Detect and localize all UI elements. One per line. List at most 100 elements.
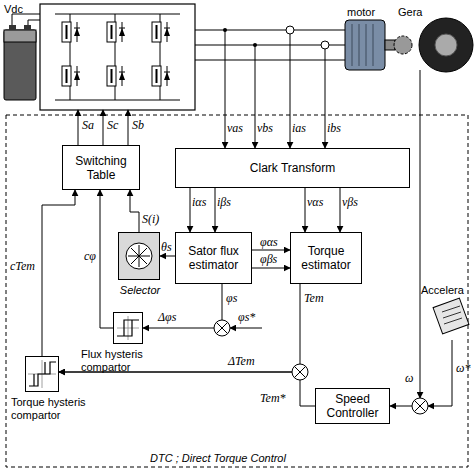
signal-connector <box>42 190 75 356</box>
gear <box>394 36 412 54</box>
measure-wire <box>290 34 291 148</box>
phase-wire <box>195 30 345 60</box>
part-name: Vdc <box>4 3 23 16</box>
speed-error <box>390 406 412 407</box>
signal-connector <box>100 190 113 328</box>
signal-name: Tem* <box>260 392 286 405</box>
signal-label: cφ <box>84 250 96 263</box>
signal-label: S(i) <box>142 213 159 226</box>
signal-connector <box>160 256 175 257</box>
box-text: Speed Controller <box>316 392 389 420</box>
signal-label: θs <box>161 241 172 254</box>
motor <box>345 18 473 72</box>
inverter-bus <box>55 14 180 100</box>
inverter <box>40 4 195 110</box>
gate-signal <box>103 110 104 145</box>
igbt-symbol <box>152 22 170 42</box>
battery <box>4 14 40 100</box>
selector-dial <box>126 243 152 269</box>
signal-connector <box>190 188 191 232</box>
speed-feedback <box>420 70 421 398</box>
connector-group <box>42 188 340 406</box>
part-name: motor <box>347 6 375 19</box>
gate-signal <box>78 110 79 145</box>
junction-circle <box>214 320 230 336</box>
pedal-ribs <box>442 306 462 324</box>
signal-connector <box>130 190 139 232</box>
junction-cross <box>217 323 228 334</box>
measure-wire <box>225 30 226 148</box>
selector-arrows <box>128 245 150 267</box>
battery-top <box>4 30 36 42</box>
signal-name: Sb <box>132 119 144 132</box>
signal-name: Tem <box>304 292 324 305</box>
signal-name: ΔTem <box>228 355 255 368</box>
signal-name: vas <box>227 122 243 135</box>
hysteresis-symbol <box>117 316 139 340</box>
signal-connector <box>252 268 290 269</box>
accelerator-icon <box>433 298 469 334</box>
motor-fins <box>352 24 373 66</box>
selector-box: Selector <box>118 232 160 280</box>
box-text: Sator flux estimator <box>176 244 251 272</box>
signal-connector <box>215 188 216 232</box>
battery-terminal <box>9 25 16 30</box>
hysteresis-symbol <box>28 360 56 388</box>
axis <box>28 360 56 388</box>
junction-cross <box>295 367 306 378</box>
box-text: Clark Transform <box>250 161 335 175</box>
box-text: Switching Table <box>63 154 139 182</box>
gate-signal <box>128 110 129 145</box>
igbt-symbol <box>107 22 125 42</box>
box-text: Selector <box>111 284 169 297</box>
box-text: Flux hysteris compartor <box>81 348 176 374</box>
hysteresis-loop <box>29 362 56 386</box>
switching-table-box: Switching Table <box>62 145 140 190</box>
junction-cross <box>415 401 426 412</box>
box-text: Torque estimator <box>291 244 361 272</box>
summing-junction <box>214 320 230 336</box>
comparator-box: Torque hysteris compartor <box>25 356 59 392</box>
signal-connector <box>340 188 341 232</box>
signal-name: Sc <box>107 119 118 132</box>
wheel-hub <box>435 34 457 56</box>
inverter-box <box>40 4 195 110</box>
junction-circle <box>292 364 308 380</box>
comparator-box: Flux hysteris compartor <box>113 312 143 344</box>
signal-name: ω* <box>456 362 470 375</box>
measure-wire <box>255 45 256 148</box>
selector-icon <box>126 243 152 269</box>
summing-junction <box>292 364 308 380</box>
signal-label: φαs <box>260 236 278 249</box>
motor-body <box>345 20 385 70</box>
igbt-symbol <box>152 66 170 86</box>
signal-label: iβs <box>217 196 231 209</box>
signal-connector <box>143 284 222 328</box>
signal-label: vβs <box>342 196 358 209</box>
summing-junction <box>412 398 428 414</box>
part-name: Accelera <box>421 284 464 297</box>
wheel <box>419 18 473 72</box>
igbt-symbol <box>107 66 125 86</box>
signal-label: φβs <box>260 253 277 266</box>
signal-name: ias <box>292 122 306 135</box>
signal-name: Δφs <box>158 311 176 324</box>
controller-box: Speed Controller <box>315 388 390 424</box>
signal-label: vαs <box>307 196 323 209</box>
battery-terminal <box>24 25 31 30</box>
battery-body <box>4 30 36 100</box>
signal-connector <box>59 284 300 372</box>
pedal-plate <box>433 298 469 334</box>
signal-connector <box>252 250 290 251</box>
estimator-box: Torque estimator <box>290 232 362 284</box>
signal-label: iαs <box>192 196 206 209</box>
junction-circle <box>412 398 428 414</box>
signal-name: φs <box>226 292 237 305</box>
signal-name: vbs <box>257 122 273 135</box>
speed-reference <box>428 340 452 406</box>
measure-wire <box>325 49 326 148</box>
igbt-symbol <box>62 22 80 42</box>
signal-name: φs* <box>238 311 255 324</box>
